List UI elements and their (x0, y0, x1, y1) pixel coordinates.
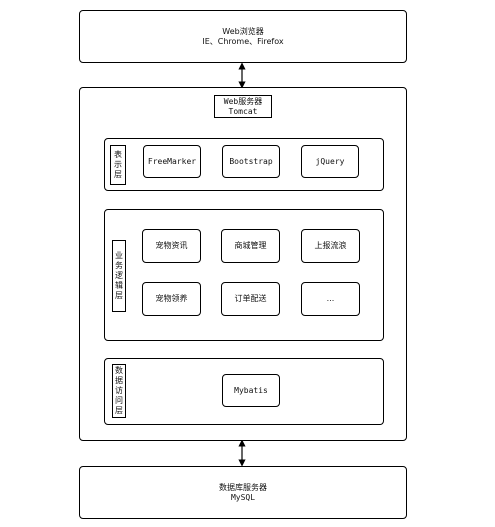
data-access-layer-label: 数据访问层 (112, 364, 126, 418)
mybatis-box: Mybatis (222, 374, 280, 407)
web-server-title: Web服务器 (223, 96, 263, 106)
pet-news-box: 宠物资讯 (142, 229, 201, 263)
more-box: ... (301, 282, 360, 316)
bootstrap-box: Bootstrap (222, 145, 280, 178)
data-access-layer-label-text: 数据访问层 (115, 366, 123, 415)
mall-management-box: 商城管理 (221, 229, 280, 263)
presentation-layer-label: 表示层 (110, 145, 126, 185)
pet-adoption-box: 宠物领养 (142, 282, 201, 316)
web-server-label: Web服务器 Tomcat (214, 95, 272, 118)
database-server-subtitle: MySQL (230, 492, 256, 502)
presentation-layer-label-text: 表示层 (114, 150, 122, 179)
browser-title: Web浏览器 (222, 26, 264, 36)
business-layer-label-text: 业务逻辑层 (115, 251, 123, 300)
database-server-title: 数据库服务器 (219, 482, 267, 492)
jquery-box: jQuery (301, 145, 359, 178)
web-server-subtitle: Tomcat (228, 106, 258, 116)
freemarker-box: FreeMarker (143, 145, 201, 178)
browser-box: Web浏览器 IE、Chrome、Firefox (79, 10, 407, 63)
database-server-box: 数据库服务器 MySQL (79, 466, 407, 519)
business-layer-label: 业务逻辑层 (112, 240, 126, 312)
browser-subtitle: IE、Chrome、Firefox (202, 36, 284, 46)
report-stray-box: 上报流浪 (301, 229, 360, 263)
order-delivery-box: 订单配送 (221, 282, 280, 316)
